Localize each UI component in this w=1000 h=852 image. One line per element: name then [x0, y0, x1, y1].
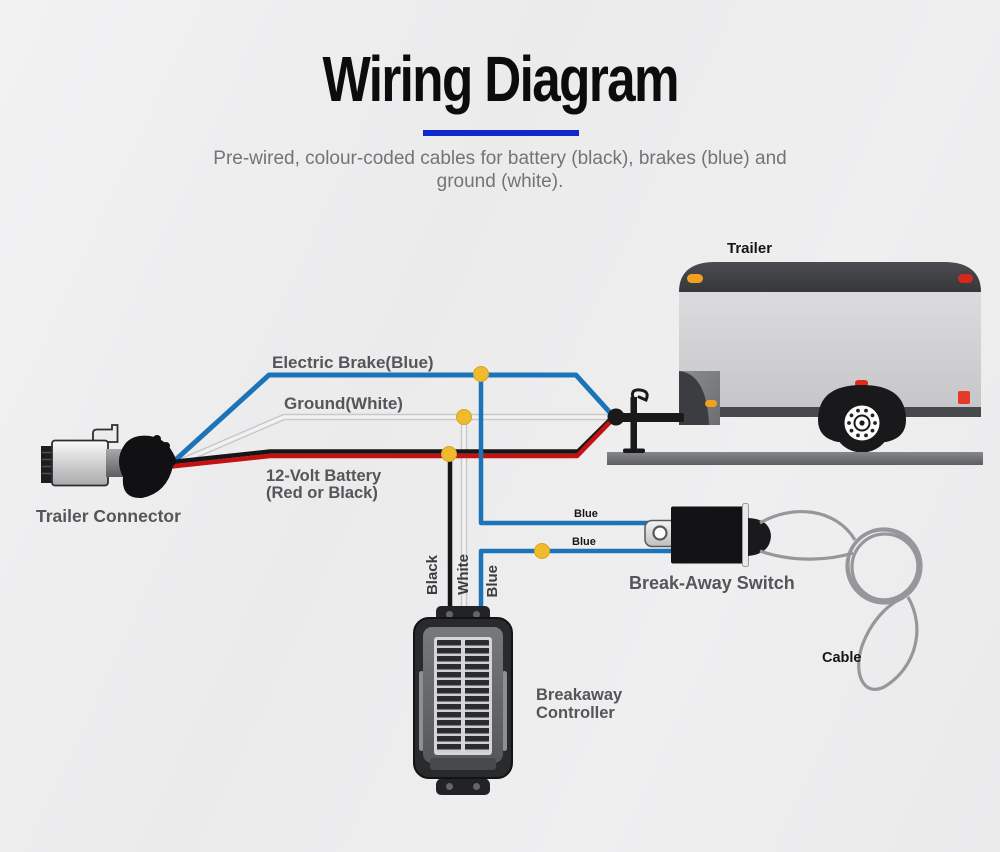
battery-label-line1: 12-Volt Battery — [266, 467, 382, 485]
blue-wire-vertical-label: Blue — [484, 565, 501, 598]
junction-dot-switch — [534, 543, 550, 559]
controller-label-line1: Breakaway — [536, 686, 623, 704]
breakaway-controller-label: Breakaway Controller — [536, 686, 622, 722]
page-title-wrap: Wiring Diagram — [0, 42, 1000, 116]
cable-label: Cable — [822, 650, 862, 666]
electric-brake-label: Electric Brake(Blue) — [272, 353, 434, 372]
trailer-front-panel — [679, 371, 720, 425]
junction-dot-red — [441, 446, 457, 462]
controller-side-slot — [502, 671, 507, 751]
tongue-hitch — [607, 408, 684, 426]
switch-body — [671, 506, 744, 564]
wire-ground-white — [173, 413, 612, 467]
breakaway-switch-label: Break-Away Switch — [629, 573, 795, 593]
breakaway-controller-illustration — [413, 606, 513, 796]
connector-latch — [92, 424, 119, 443]
battery-wire-label: 12-Volt Battery (Red or Black) — [266, 468, 381, 501]
subtitle-line1: Pre-wired, colour-coded cables for batte… — [213, 148, 787, 169]
vent-column — [465, 640, 489, 752]
controller-side-slot — [419, 671, 424, 751]
ground-wire-label: Ground(White) — [284, 394, 403, 413]
controller-bottom-bar — [430, 758, 496, 770]
vent-column — [437, 640, 461, 752]
wire-battery-red — [170, 417, 615, 469]
junction-dot-blue — [473, 366, 489, 382]
mount-hole — [446, 783, 453, 790]
breakaway-switch-illustration — [644, 503, 771, 567]
lug-dots — [847, 408, 877, 438]
page-subtitle: Pre-wired, colour-coded cables for batte… — [0, 147, 1000, 193]
ground-line — [607, 452, 983, 465]
controller-vent-panel — [434, 637, 492, 755]
switch-flange — [742, 503, 749, 567]
title-underline — [423, 130, 579, 136]
marker-light-rear-top — [958, 274, 973, 283]
trailer-wheel — [818, 380, 906, 453]
trailer-connector-label: Trailer Connector — [36, 506, 181, 526]
mount-hole — [446, 611, 453, 618]
mount-hole — [473, 783, 480, 790]
switch-pull-pin — [748, 518, 771, 556]
trailer-connector-illustration — [41, 424, 176, 499]
pull-pin-cable — [759, 510, 923, 691]
jack-stand — [623, 388, 649, 453]
marker-light-rear-bottom — [958, 391, 970, 404]
marker-light-front-top — [687, 274, 703, 283]
trailer-label: Trailer — [727, 240, 773, 257]
blue-wire-tag-top: Blue — [574, 508, 598, 520]
wire-blue-to-switch-top — [478, 372, 656, 526]
wire-blue-to-switch-bottom — [478, 548, 673, 607]
battery-label-line2: (Red or Black) — [266, 483, 378, 502]
controller-label-line2: Controller — [536, 704, 615, 722]
subtitle-line2: ground (white). — [436, 171, 564, 192]
page-title: Wiring Diagram — [322, 43, 679, 115]
coupler — [607, 408, 625, 426]
wire-electric-brake-blue — [169, 372, 616, 466]
white-wire-vertical-label: White — [455, 554, 472, 595]
controller-bottom-tab — [436, 778, 490, 795]
switch-mount-hole — [652, 525, 668, 541]
marker-light-front-bottom — [705, 400, 717, 407]
trailer-illustration — [679, 262, 981, 453]
blue-wire-tag-bottom: Blue — [572, 536, 596, 548]
black-wire-vertical-label: Black — [424, 555, 441, 596]
junction-dots — [441, 366, 550, 559]
connector-body — [51, 439, 109, 487]
junction-dot-white — [456, 409, 472, 425]
trailer-roof-band — [679, 262, 981, 292]
connector-boot — [118, 435, 176, 499]
mount-hole — [473, 611, 480, 618]
